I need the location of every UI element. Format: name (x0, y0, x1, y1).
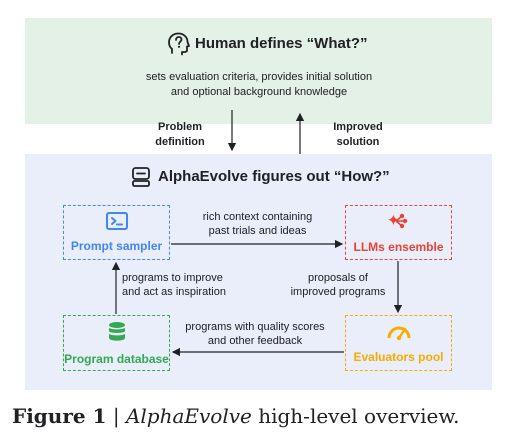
context-edge-line1: rich context containing (202, 211, 313, 223)
caption-system-name: AlphaEvolve (125, 404, 252, 428)
context-edge-line2: past trials and ideas (208, 225, 307, 237)
human-description-line1: sets evaluation criteria, provides initi… (145, 71, 373, 83)
alphaevolve-panel (25, 154, 492, 390)
improved-solution-line2: solution (336, 136, 380, 148)
problem-definition-line2: definition (155, 136, 205, 148)
caption-text: high-level overview. (258, 404, 460, 428)
gauge-icon (387, 323, 411, 346)
robot-icon (130, 166, 152, 188)
proposals-edge-line1: proposals of (308, 272, 368, 284)
improved-solution-label: Improved solution (318, 120, 398, 150)
problem-definition-label: Problem definition (140, 120, 220, 150)
caption-separator: | (112, 404, 120, 428)
human-description: sets evaluation criteria, provides initi… (100, 70, 418, 100)
proposals-edge-label: proposals of improved programs (282, 271, 394, 299)
llms-ensemble-label: LLMs ensemble (353, 240, 444, 254)
prompt-sampler-label: Prompt sampler (70, 239, 163, 253)
context-edge-label: rich context containing past trials and … (180, 210, 335, 238)
problem-definition-line1: Problem (157, 121, 202, 133)
improved-solution-line1: Improved (333, 121, 383, 133)
inspiration-edge-label: programs to improve and act as inspirati… (122, 271, 226, 299)
prompt-sampler-node: Prompt sampler (63, 205, 170, 260)
figure-caption: Figure 1 | AlphaEvolve high-level overvi… (12, 404, 459, 428)
inspiration-edge-line1: programs to improve (122, 272, 223, 284)
feedback-edge-line2: and other feedback (207, 335, 303, 347)
inspiration-edge-line2: and act as inspiration (122, 286, 226, 298)
gemini-sparkle-icon (387, 211, 410, 236)
feedback-edge-line1: programs with quality scores (185, 321, 325, 333)
evaluators-pool-node: Evaluators pool (345, 315, 452, 371)
figure-number: Figure 1 (12, 404, 107, 428)
program-database-node: Program database (63, 315, 170, 371)
llms-ensemble-node: LLMs ensemble (345, 205, 452, 260)
database-icon (108, 321, 126, 348)
human-title: Human defines “What?” (195, 35, 368, 52)
human-description-line2: and optional background knowledge (170, 86, 348, 98)
evaluators-pool-label: Evaluators pool (353, 349, 444, 364)
alphaevolve-title: AlphaEvolve figures out “How?” (158, 168, 390, 185)
program-database-label: Program database (64, 351, 169, 366)
question-head-icon (168, 32, 190, 56)
feedback-edge-label: programs with quality scores and other f… (175, 320, 335, 348)
terminal-icon (105, 212, 128, 235)
proposals-edge-line2: improved programs (290, 286, 386, 298)
human-panel (25, 18, 492, 124)
